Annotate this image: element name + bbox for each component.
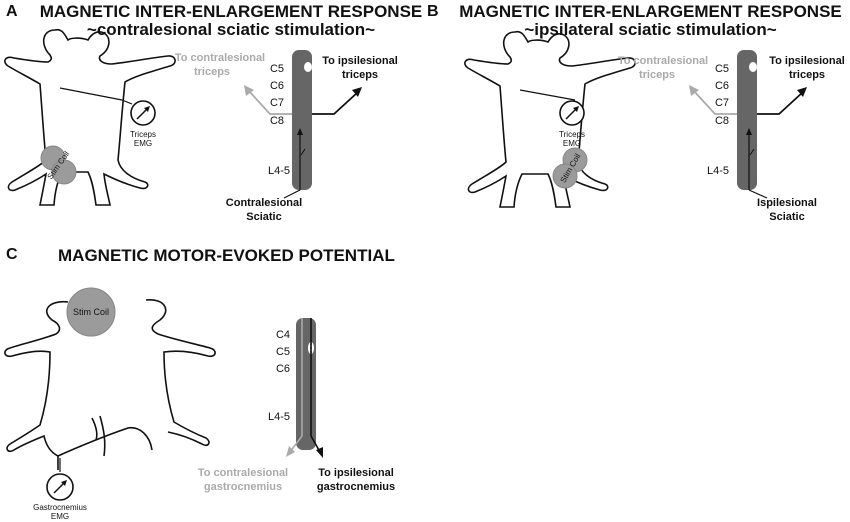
emg-label: EMG	[51, 512, 69, 521]
rat-outline	[464, 30, 636, 208]
segment-label: L4-5	[268, 165, 290, 177]
segment-label: C7	[715, 97, 729, 109]
input-nerve-label: Contralesional	[226, 197, 302, 209]
segment-label: L4-5	[268, 411, 290, 423]
emg-label: EMG	[563, 139, 581, 148]
contra-target-label: triceps	[639, 69, 675, 81]
panel-subtitle: ~ipsilateral sciatic stimulation~	[524, 20, 777, 39]
segment-label: C8	[270, 115, 284, 127]
panel-title: MAGNETIC INTER-ENLARGEMENT RESPONSE	[459, 2, 842, 21]
ipsi-target-label: triceps	[342, 69, 378, 81]
panel-b-diagram: Triceps EMG Stim Coil C5 C6 C7 C8 L4-5 T…	[464, 30, 845, 223]
ipsi-target-label: gastrocnemius	[317, 481, 395, 493]
spinal-cord	[737, 50, 757, 190]
panel-c: C MAGNETIC MOTOR-EVOKED POTENTIAL Stim C…	[0, 240, 425, 522]
panel-letter: B	[427, 3, 439, 20]
segment-label: C8	[715, 115, 729, 127]
panel-title: MAGNETIC INTER-ENLARGEMENT RESPONSE	[39, 2, 423, 21]
emg-label: Triceps	[559, 130, 585, 139]
input-nerve-label: Sciatic	[246, 211, 281, 223]
segment-label: C5	[270, 63, 284, 75]
panel-a: A MAGNETIC INTER-ENLARGEMENT RESPONSE ~c…	[0, 0, 425, 240]
stim-coil-label: Stim Coil	[73, 307, 109, 317]
panel-b: B MAGNETIC INTER-ENLARGEMENT RESPONSE ~i…	[425, 0, 850, 240]
panel-letter: A	[6, 3, 18, 20]
panel-subtitle: ~contralesional sciatic stimulation~	[86, 20, 376, 39]
panel-c-diagram: Stim Coil Gastrocnemius EMG C4 C5 C6 L4-…	[4, 287, 395, 521]
segment-label: C6	[715, 80, 729, 92]
segment-label: C5	[715, 63, 729, 75]
cord-lesion	[749, 62, 757, 72]
segment-label: C5	[276, 346, 290, 358]
segment-label: C6	[276, 363, 290, 375]
spinal-cord	[292, 50, 312, 190]
emg-label: EMG	[134, 139, 152, 148]
ipsi-target-label: To ipsilesional	[318, 467, 394, 479]
ipsi-target-label: triceps	[789, 69, 825, 81]
contra-target-label: To contralesional	[175, 52, 265, 64]
panel-a-diagram: Triceps EMG Stim Coil C5 C6 C7 C8 L4-5 T…	[4, 28, 398, 223]
emg-label: Triceps	[130, 130, 156, 139]
contra-target-label: triceps	[194, 66, 230, 78]
segment-label: C7	[270, 97, 284, 109]
segment-label: C6	[270, 80, 284, 92]
rat-outline	[4, 299, 216, 470]
contra-target-label: To contralesional	[198, 467, 288, 479]
input-nerve-label: Sciatic	[769, 211, 804, 223]
segment-label: L4-5	[707, 165, 729, 177]
segment-label: C4	[276, 329, 290, 341]
contra-target-label: gastrocnemius	[204, 481, 282, 493]
panel-letter: C	[6, 246, 18, 263]
spinal-cord	[296, 318, 316, 450]
ipsi-target-label: To ipsilesional	[769, 55, 845, 67]
panel-title: MAGNETIC MOTOR-EVOKED POTENTIAL	[58, 246, 395, 265]
cord-lesion	[304, 62, 312, 72]
contra-target-label: To contralesional	[618, 55, 708, 67]
rat-outline	[4, 28, 176, 206]
input-nerve-label: Ispilesional	[757, 197, 817, 209]
emg-label: Gastrocnemius	[33, 503, 87, 512]
stim-coil-icon	[66, 287, 116, 337]
ipsi-target-label: To ipsilesional	[322, 55, 398, 67]
